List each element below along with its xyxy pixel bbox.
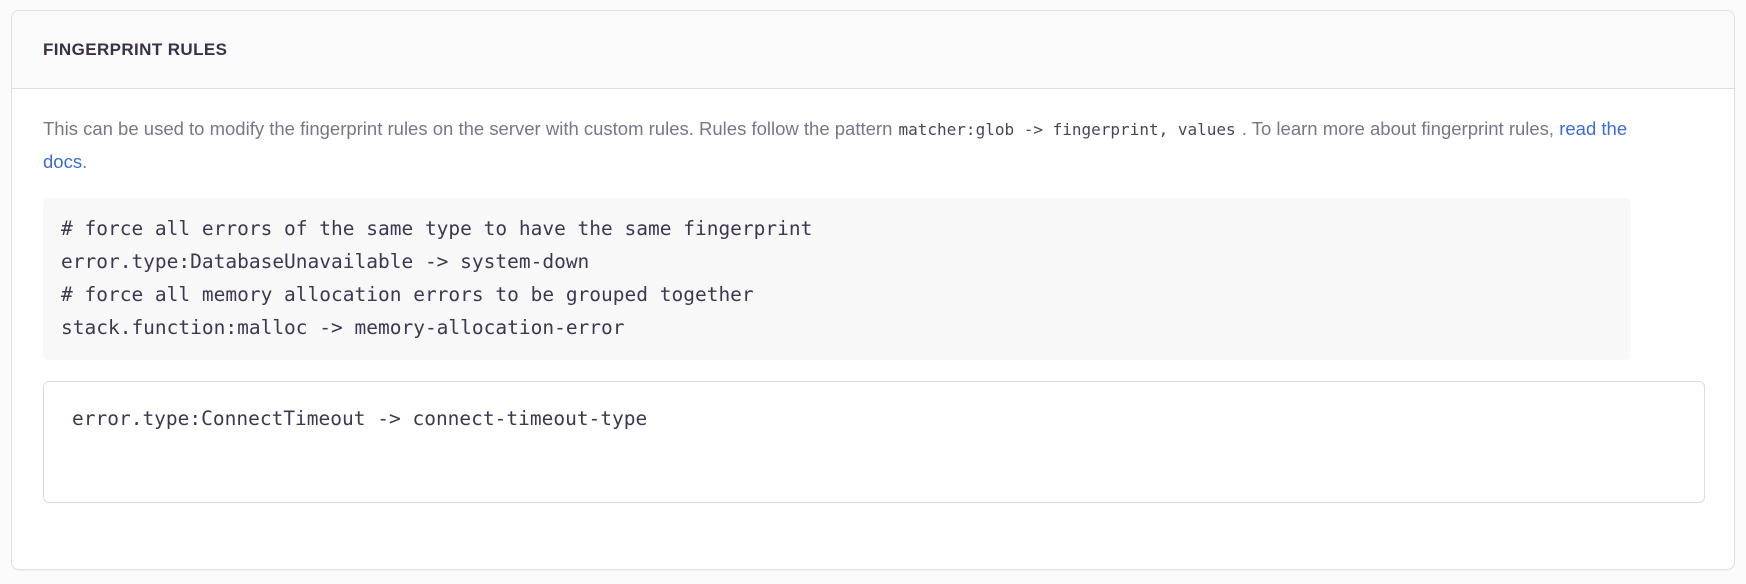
panel-body: This can be used to modify the fingerpri… <box>12 89 1734 503</box>
code-sample-text: # force all errors of the same type to h… <box>61 217 813 339</box>
read-the-docs-link[interactable]: read the docs <box>43 118 1628 172</box>
description-part-3: . <box>82 151 88 172</box>
inline-code-pattern: matcher:glob -> fingerprint, values <box>898 120 1236 139</box>
page-title: FINGERPRINT RULES <box>43 40 228 59</box>
description-part-2: . To learn more about fingerprint rules, <box>1236 118 1560 139</box>
panel-header: FINGERPRINT RULES <box>12 11 1734 89</box>
description-part-1: This can be used to modify the fingerpri… <box>43 118 898 139</box>
fingerprint-rules-input[interactable] <box>43 381 1705 503</box>
fingerprint-rules-panel: FINGERPRINT RULES This can be used to mo… <box>11 10 1735 570</box>
code-sample-block: # force all errors of the same type to h… <box>43 198 1631 360</box>
description-text: This can be used to modify the fingerpri… <box>43 113 1633 178</box>
